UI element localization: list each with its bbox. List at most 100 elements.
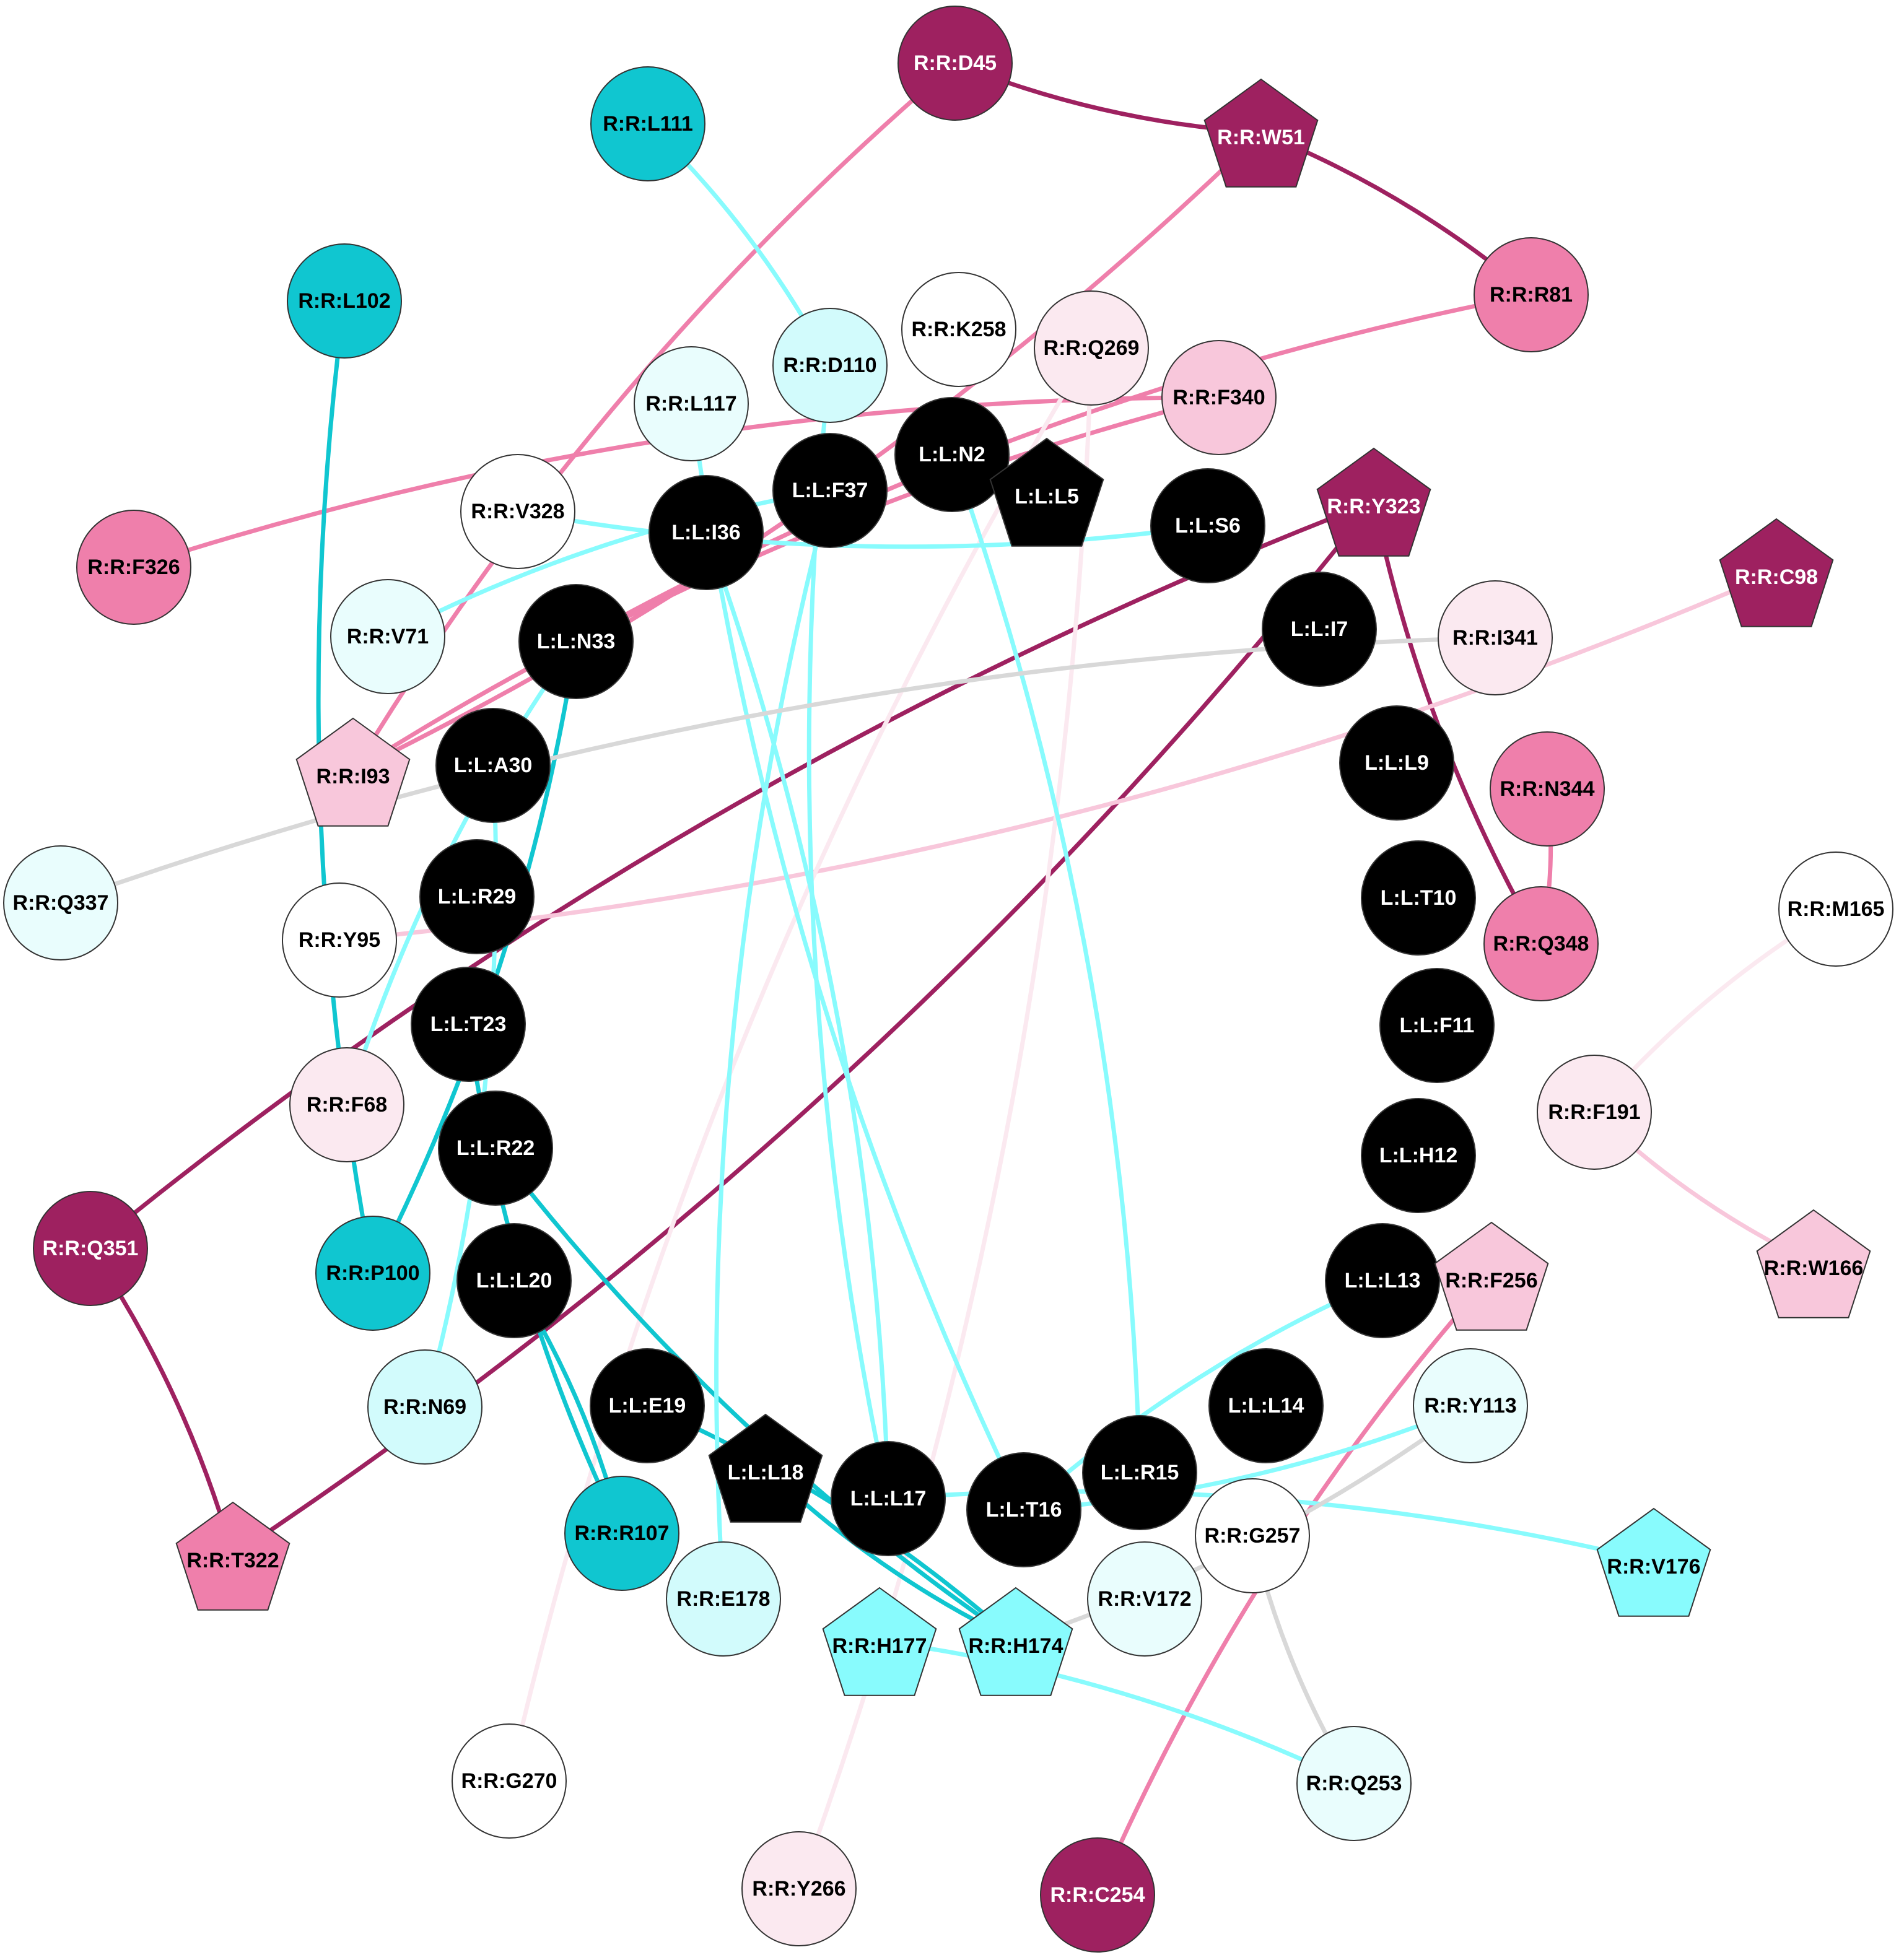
node-label-l-l-l9: L:L:L9 — [1365, 751, 1429, 775]
node-label-l-l-r29: L:L:R29 — [438, 885, 517, 908]
node-shape-r-r-w51 — [1203, 78, 1319, 188]
node-r-r-q337: R:R:Q337 — [3, 845, 118, 960]
node-shape-r-r-v328 — [460, 454, 575, 569]
node-shape-r-r-h177 — [822, 1587, 937, 1696]
node-r-r-h177: R:R:H177 — [822, 1587, 937, 1696]
node-label-r-r-q269: R:R:Q269 — [1044, 336, 1140, 360]
node-r-r-f191: R:R:F191 — [1537, 1055, 1652, 1170]
node-r-r-y95: R:R:Y95 — [282, 882, 397, 998]
node-shape-r-r-d45 — [897, 6, 1013, 121]
node-r-r-e178: R:R:E178 — [666, 1541, 781, 1657]
node-shape-r-r-v176 — [1596, 1507, 1711, 1617]
node-shape-l-l-r29 — [419, 839, 535, 954]
node-shape-r-r-n344 — [1490, 731, 1605, 847]
node-shape-l-l-l17 — [831, 1441, 946, 1556]
node-label-r-r-q351: R:R:Q351 — [43, 1237, 139, 1260]
node-label-r-r-r107: R:R:R107 — [574, 1522, 669, 1545]
node-l-l-i7: L:L:I7 — [1262, 572, 1377, 687]
node-r-r-h174: R:R:H174 — [958, 1587, 1073, 1696]
node-label-r-r-k258: R:R:K258 — [911, 318, 1006, 341]
node-label-r-r-d110: R:R:D110 — [783, 354, 876, 377]
node-label-r-r-g270: R:R:G270 — [461, 1769, 557, 1793]
node-r-r-v176: R:R:V176 — [1596, 1507, 1711, 1617]
node-r-r-r107: R:R:R107 — [564, 1476, 679, 1591]
node-l-l-l18: L:L:L18 — [708, 1413, 823, 1523]
node-shape-r-r-f256 — [1434, 1221, 1549, 1331]
node-shape-l-l-r22 — [438, 1091, 553, 1206]
node-shape-l-l-i36 — [648, 475, 764, 590]
node-shape-r-r-i93 — [295, 717, 411, 827]
node-shape-l-l-f11 — [1379, 968, 1495, 1083]
node-label-r-r-r81: R:R:R81 — [1490, 283, 1573, 307]
node-l-l-n33: L:L:N33 — [518, 584, 634, 699]
node-shape-r-r-r107 — [564, 1476, 679, 1591]
node-label-r-r-q253: R:R:Q253 — [1306, 1772, 1402, 1795]
node-l-l-l5: L:L:L5 — [989, 437, 1104, 547]
node-shape-r-r-q337 — [3, 845, 118, 960]
node-label-r-r-n69: R:R:N69 — [383, 1395, 466, 1419]
node-l-l-s6: L:L:S6 — [1150, 468, 1265, 583]
node-shape-l-l-t23 — [411, 967, 526, 1082]
edge-l-l-l13-l-l-t16 — [1022, 1278, 1384, 1512]
node-shape-r-r-e178 — [666, 1541, 781, 1657]
node-label-r-r-n344: R:R:N344 — [1500, 777, 1594, 801]
node-label-r-r-f256: R:R:F256 — [1445, 1269, 1537, 1292]
node-shape-r-r-h174 — [958, 1587, 1073, 1696]
edge-l-l-n2-l-l-r15 — [950, 453, 1142, 1473]
node-r-r-v328: R:R:V328 — [460, 454, 575, 569]
node-shape-r-r-i341 — [1438, 580, 1553, 695]
node-shape-r-r-r81 — [1474, 237, 1589, 352]
node-shape-r-r-y323 — [1316, 447, 1431, 557]
edge-r-r-h177-r-r-q253 — [879, 1639, 1355, 1786]
node-r-r-q269: R:R:Q269 — [1034, 290, 1149, 406]
edge-l-l-r22-r-r-h174 — [494, 1146, 1017, 1643]
node-l-l-a30: L:L:A30 — [435, 708, 551, 823]
node-r-r-g270: R:R:G270 — [452, 1723, 567, 1839]
node-label-r-r-f68: R:R:F68 — [307, 1093, 387, 1117]
node-label-l-l-n33: L:L:N33 — [537, 630, 616, 653]
node-label-l-l-f11: L:L:F11 — [1400, 1014, 1475, 1037]
node-label-r-r-l117: R:R:L117 — [645, 392, 736, 416]
node-layer: L:L:N2L:L:L5L:L:S6L:L:I7L:L:L9L:L:T10L:L… — [3, 6, 1893, 1953]
node-shape-l-l-n2 — [894, 397, 1010, 512]
node-r-r-m165: R:R:M165 — [1778, 852, 1893, 967]
node-shape-r-r-q269 — [1034, 290, 1149, 406]
node-shape-l-l-l20 — [456, 1223, 572, 1338]
node-shape-l-l-e19 — [590, 1348, 705, 1463]
node-shape-r-r-f340 — [1161, 340, 1277, 455]
node-r-r-p100: R:R:P100 — [315, 1216, 430, 1331]
node-l-l-r15: L:L:R15 — [1082, 1415, 1197, 1530]
node-shape-r-r-d110 — [772, 308, 888, 423]
node-l-l-l14: L:L:L14 — [1208, 1348, 1324, 1463]
node-shape-l-l-l9 — [1339, 705, 1454, 821]
node-r-r-c254: R:R:C254 — [1040, 1837, 1155, 1953]
node-l-l-t10: L:L:T10 — [1361, 840, 1476, 956]
node-l-l-t16: L:L:T16 — [966, 1452, 1081, 1567]
node-shape-l-l-s6 — [1150, 468, 1265, 583]
node-r-r-t322: R:R:T322 — [175, 1501, 290, 1611]
node-l-l-e19: L:L:E19 — [590, 1348, 705, 1463]
node-shape-l-l-i7 — [1262, 572, 1377, 687]
node-label-l-l-t10: L:L:T10 — [1381, 886, 1457, 910]
node-r-r-l111: R:R:L111 — [590, 66, 705, 181]
node-shape-r-r-w166 — [1756, 1209, 1871, 1318]
node-shape-r-r-m165 — [1778, 852, 1893, 967]
node-shape-r-r-q351 — [33, 1191, 148, 1306]
node-shape-r-r-l117 — [634, 346, 749, 461]
node-label-l-l-h12: L:L:H12 — [1379, 1144, 1458, 1167]
node-r-r-y266: R:R:Y266 — [741, 1831, 857, 1946]
node-label-l-l-r22: L:L:R22 — [456, 1136, 535, 1160]
node-label-r-r-d45: R:R:D45 — [914, 51, 997, 75]
node-label-l-l-l14: L:L:L14 — [1228, 1394, 1304, 1418]
node-label-r-r-f191: R:R:F191 — [1548, 1100, 1640, 1124]
node-l-l-l17: L:L:L17 — [831, 1441, 946, 1556]
node-label-r-r-v328: R:R:V328 — [471, 500, 564, 523]
edge-r-r-v328-l-l-s6 — [517, 509, 1208, 549]
node-label-l-l-n2: L:L:N2 — [919, 443, 985, 466]
node-l-l-l9: L:L:L9 — [1339, 705, 1454, 821]
node-shape-r-r-y113 — [1413, 1348, 1528, 1463]
node-r-r-r81: R:R:R81 — [1474, 237, 1589, 352]
node-shape-r-r-l111 — [590, 66, 705, 181]
node-shape-r-r-y266 — [741, 1831, 857, 1946]
